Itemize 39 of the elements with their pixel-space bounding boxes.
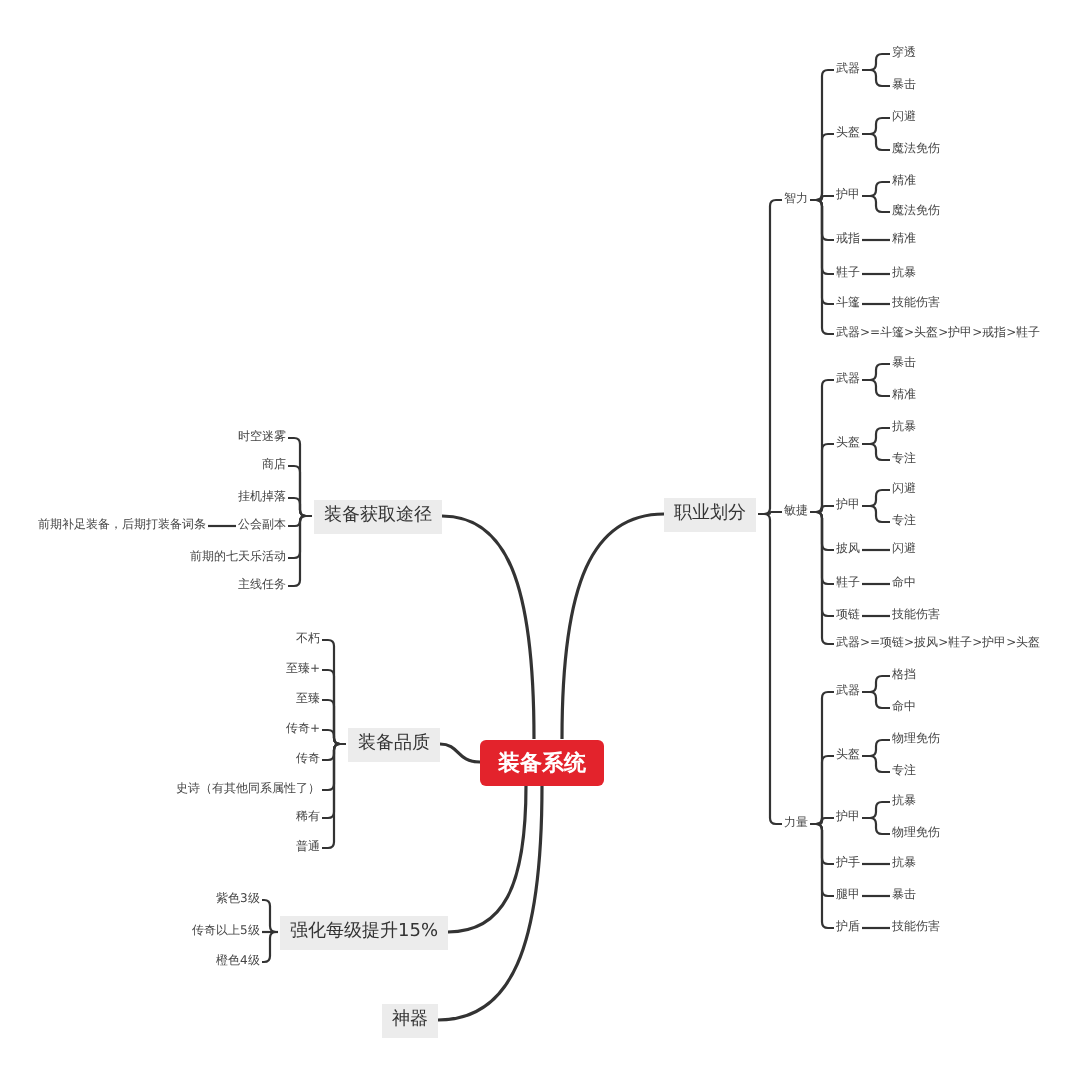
connector-line (862, 68, 890, 88)
connector-line (862, 548, 890, 552)
connector-line (758, 512, 782, 826)
connector-line (862, 238, 890, 242)
connector-line (862, 302, 890, 306)
connector-line (262, 930, 278, 964)
connector-line (560, 512, 665, 740)
branch-topic-box: 强化每级提升15% (280, 915, 449, 949)
branch-topic-box: 神器 (382, 1003, 438, 1037)
connector-line (862, 816, 890, 836)
connector-line (262, 898, 278, 934)
connector-line (208, 524, 236, 528)
connector-line (862, 894, 890, 898)
connector-line (810, 822, 834, 930)
branch-topic-box: 职业划分 (664, 497, 756, 531)
branch-topic-box: 装备获取途径 (314, 499, 442, 533)
connector-line (862, 754, 890, 774)
connector-line (810, 510, 834, 646)
connector-line (862, 194, 890, 214)
connector-line (322, 742, 346, 850)
connector-line (288, 514, 312, 588)
connector-line (862, 926, 890, 930)
connector-line (862, 862, 890, 866)
connector-line (810, 198, 834, 336)
connector-line (862, 504, 890, 524)
connector-line (447, 784, 528, 934)
connector-line (862, 442, 890, 462)
connector-line (862, 582, 890, 586)
connector-line (439, 742, 481, 764)
connector-line (262, 930, 278, 934)
connector-line (862, 690, 890, 710)
branch-topic-box: 装备品质 (348, 727, 440, 761)
central-topic-box: 装备系统 (480, 739, 604, 785)
connector-line (862, 378, 890, 398)
connector-line (441, 514, 536, 740)
connector-line (862, 614, 890, 618)
connector-line (862, 272, 890, 276)
connector-line (437, 784, 544, 1022)
connector-line (862, 132, 890, 152)
